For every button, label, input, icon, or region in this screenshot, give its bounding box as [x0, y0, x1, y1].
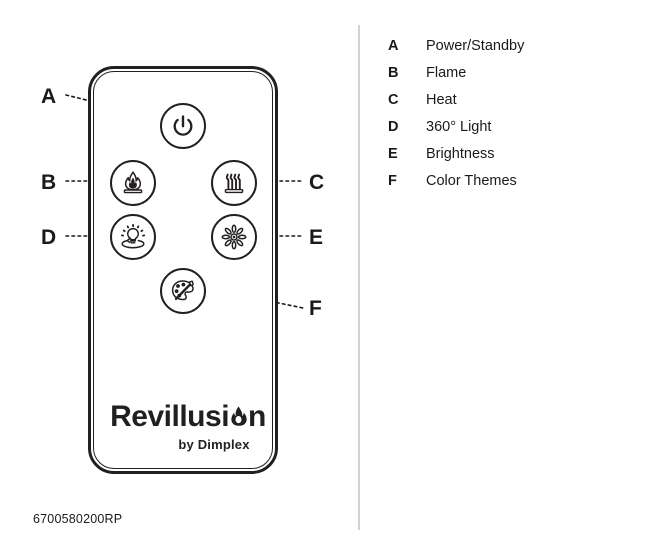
callout-b: B — [41, 171, 57, 194]
vertical-divider — [358, 25, 360, 530]
logo-text-after: n — [248, 400, 266, 433]
callout-a: A — [41, 85, 57, 108]
logo-flame-icon — [229, 402, 248, 432]
legend-key-e: E — [388, 146, 398, 162]
brightness-button[interactable] — [211, 214, 257, 260]
legend-item-b: B Flame — [388, 65, 628, 92]
legend-item-e: E Brightness — [388, 146, 628, 173]
light-360-icon — [118, 222, 148, 252]
legend-label-b: Flame — [426, 65, 467, 81]
legend-item-d: D 360° Light — [388, 119, 628, 146]
brand-logo: Revillusi n by Dimplex — [108, 402, 268, 453]
callout-e: E — [309, 226, 324, 249]
legend-label-c: Heat — [426, 92, 457, 108]
part-number: 6700580200RP — [33, 512, 123, 526]
legend-key-c: C — [388, 92, 399, 108]
power-icon — [170, 113, 196, 139]
callout-d: D — [41, 226, 57, 249]
logo-text-before: Revillusi — [110, 400, 230, 433]
heat-button[interactable] — [211, 160, 257, 206]
power-standby-button[interactable] — [160, 103, 206, 149]
logo-wordmark: Revillusi n — [110, 402, 266, 432]
legend-label-d: 360° Light — [426, 119, 492, 135]
remote-inner-outline — [93, 71, 273, 469]
legend: A Power/Standby B Flame C Heat D 360° Li… — [388, 38, 628, 200]
brightness-icon — [219, 222, 249, 252]
palette-icon — [168, 276, 198, 306]
legend-key-a: A — [388, 38, 399, 54]
legend-item-f: F Color Themes — [388, 173, 628, 200]
legend-item-a: A Power/Standby — [388, 38, 628, 65]
legend-key-f: F — [388, 173, 397, 189]
callout-c: C — [309, 171, 325, 194]
legend-key-b: B — [388, 65, 399, 81]
light-360-button[interactable] — [110, 214, 156, 260]
legend-item-c: C Heat — [388, 92, 628, 119]
logo-tagline: by Dimplex — [178, 437, 250, 452]
flame-icon — [119, 169, 147, 197]
flame-button[interactable] — [110, 160, 156, 206]
callout-f: F — [309, 297, 322, 320]
legend-label-a: Power/Standby — [426, 38, 525, 54]
legend-label-e: Brightness — [426, 146, 495, 162]
legend-label-f: Color Themes — [426, 173, 517, 189]
color-themes-button[interactable] — [160, 268, 206, 314]
heat-icon — [220, 169, 248, 197]
legend-key-d: D — [388, 119, 399, 135]
